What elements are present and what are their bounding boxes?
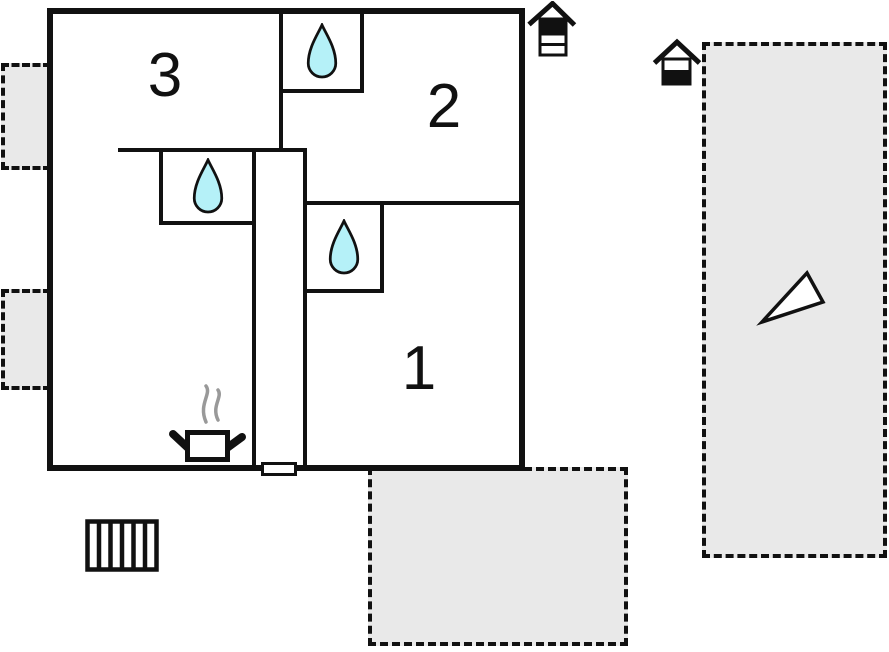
wall-corridor-right xyxy=(303,148,307,467)
door-threshold-icon xyxy=(261,462,297,476)
water-drop-icon xyxy=(192,158,223,214)
room-label-3: 3 xyxy=(147,41,183,110)
bathroom-room1 xyxy=(303,201,384,293)
stove-icon xyxy=(169,384,246,462)
terrace-left-lower xyxy=(1,289,51,390)
water-drop-icon xyxy=(328,218,359,274)
steam-lines xyxy=(201,384,221,424)
terrace-left-upper xyxy=(1,63,51,170)
pot-body xyxy=(169,430,246,462)
wall-corridor-left xyxy=(252,148,256,467)
room-label-2: 2 xyxy=(426,72,462,141)
room-label-1: 1 xyxy=(401,334,437,403)
direction-arrow-icon xyxy=(756,270,826,326)
bathroom-middle xyxy=(159,148,256,225)
grate-steps-icon xyxy=(85,519,159,572)
water-drop-icon xyxy=(306,23,337,79)
wall-room1-top xyxy=(303,201,521,205)
bathroom-top xyxy=(279,10,364,93)
hut-icon xyxy=(652,38,702,86)
hut-icon xyxy=(527,1,577,57)
terrace-bottom xyxy=(368,467,628,646)
